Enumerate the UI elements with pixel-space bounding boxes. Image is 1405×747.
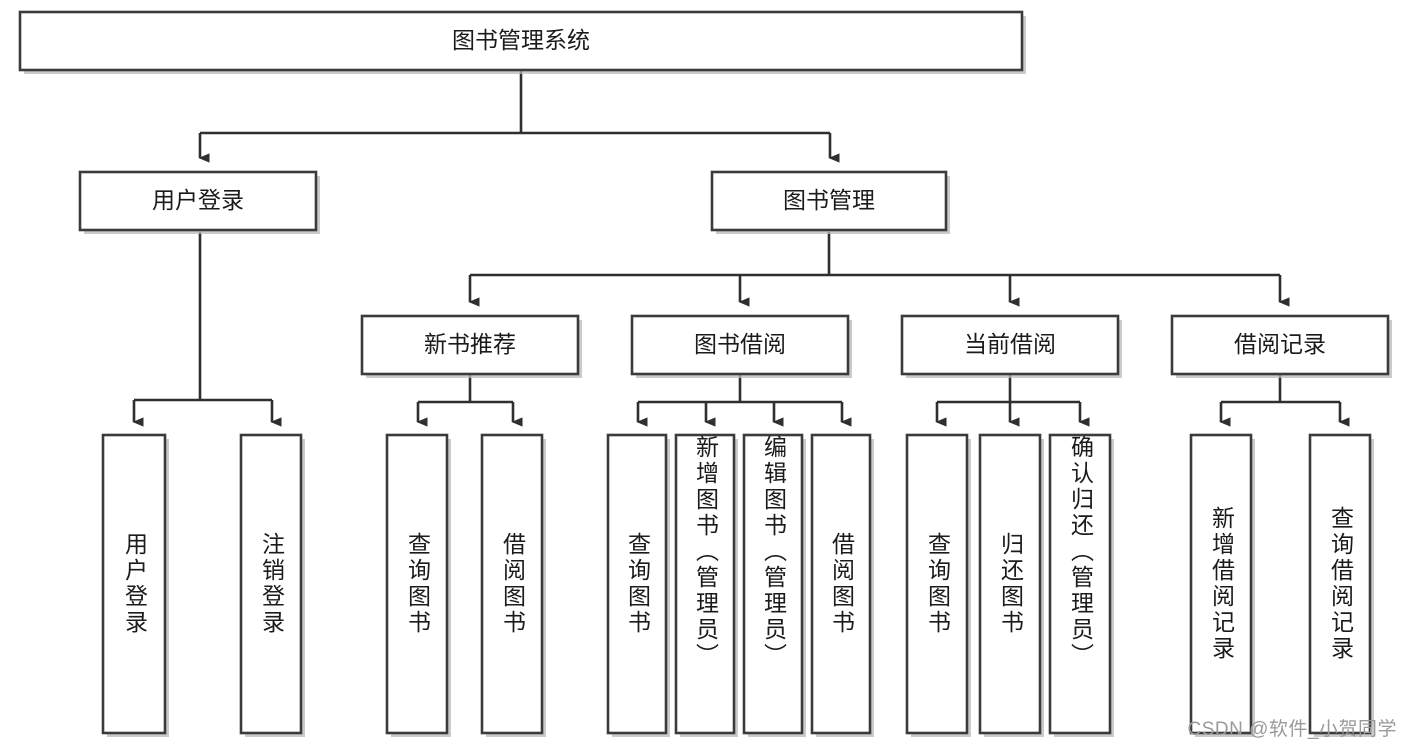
node-leaf6[interactable]: [674, 433, 738, 737]
connector-current-to-leaves: [935, 374, 1090, 427]
node-bookmgmt[interactable]: 图书管理: [710, 170, 950, 234]
node-root[interactable]: 图书管理系统: [18, 10, 1026, 74]
node-leaf1[interactable]: [101, 433, 169, 737]
connector-root-to-level1: [198, 70, 840, 163]
node-leaf8[interactable]: [810, 433, 874, 737]
node-borrow[interactable]: 图书借阅: [630, 314, 852, 378]
connector-borrow-to-leaves: [636, 374, 852, 427]
node-bookmgmt-label: 图书管理: [783, 187, 875, 213]
node-leaf10[interactable]: [978, 433, 1044, 737]
node-login[interactable]: 用户登录: [78, 170, 320, 234]
node-current-label: 当前借阅: [964, 331, 1056, 357]
node-leaf9[interactable]: [905, 433, 971, 737]
node-newbook[interactable]: 新书推荐: [360, 314, 582, 378]
node-leaf2[interactable]: [239, 433, 305, 737]
node-leaf7[interactable]: [742, 433, 806, 737]
node-leaf13[interactable]: [1308, 433, 1374, 737]
node-records[interactable]: 借阅记录: [1170, 314, 1392, 378]
node-root-label: 图书管理系统: [452, 27, 590, 53]
node-leaf3[interactable]: [385, 433, 451, 737]
node-current[interactable]: 当前借阅: [900, 314, 1122, 378]
connector-login-to-leaves: [132, 232, 282, 427]
connector-records-to-leaves: [1219, 374, 1350, 427]
node-newbook-label: 新书推荐: [424, 331, 516, 357]
node-login-label: 用户登录: [152, 187, 244, 213]
node-leaf11[interactable]: [1048, 433, 1114, 737]
connector-bookmgmt-to-level2: [468, 232, 1290, 307]
watermark: CSDN @软件_小贺同学: [1187, 719, 1397, 740]
node-borrow-label: 图书借阅: [694, 331, 786, 357]
node-leaf12[interactable]: [1189, 433, 1255, 737]
node-leaf4[interactable]: [480, 433, 546, 737]
connector-newbook-to-leaves: [416, 374, 523, 427]
node-records-label: 借阅记录: [1234, 331, 1326, 357]
node-leaf5[interactable]: [606, 433, 670, 737]
